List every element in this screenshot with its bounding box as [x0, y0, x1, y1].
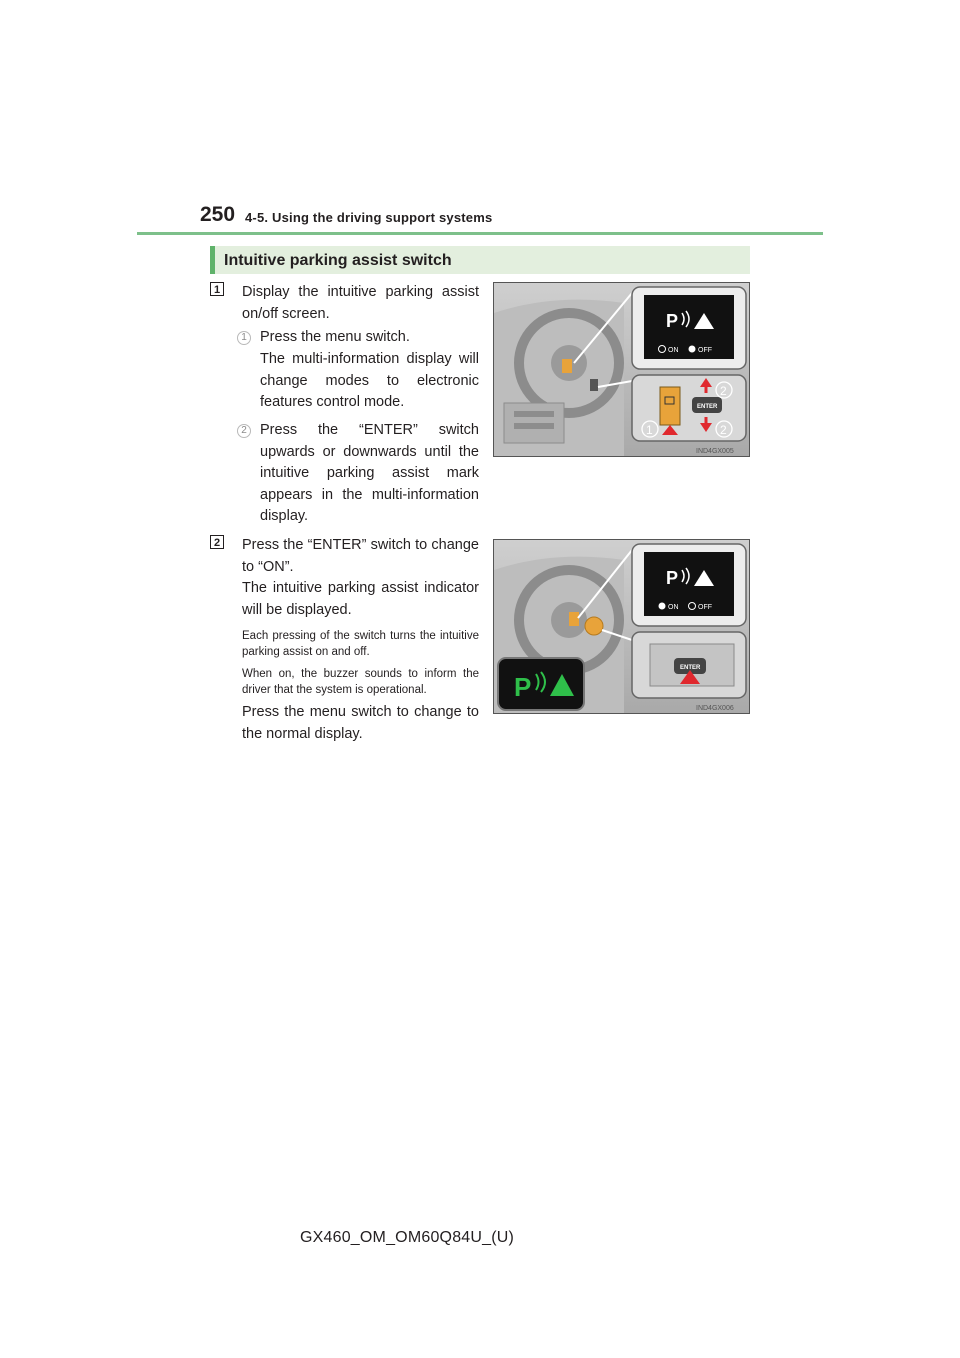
sub-step-number: 2	[237, 424, 251, 438]
sub-step-1-detail: The multi-information display will chang…	[260, 351, 479, 410]
callout-2-bottom: 2	[720, 423, 727, 437]
section-title: Intuitive parking assist switch	[224, 252, 452, 269]
press-arrow-icon	[662, 425, 678, 435]
indicator-inset	[497, 657, 585, 711]
menu-switch-highlight	[569, 612, 579, 626]
on-label: ON	[668, 347, 679, 354]
section-header: 4-5. Using the driving support systems	[245, 210, 493, 225]
document-footer: GX460_OM_OM60Q84U_(U)	[300, 1229, 515, 1246]
off-label: OFF	[698, 347, 712, 354]
callout-2-top: 2	[720, 384, 727, 398]
sub-step-2-text: Press the “ENTER” switch upwards or down…	[260, 422, 479, 524]
page-number: 250	[200, 203, 236, 226]
step-number-box: 2	[210, 535, 224, 549]
off-label: OFF	[698, 604, 712, 611]
step-2-detail: The intuitive parking assist indicator w…	[242, 580, 479, 618]
figure-code: IND4GX005	[696, 448, 734, 455]
arrow-up-icon	[700, 378, 712, 387]
parking-assist-symbol: P	[666, 311, 678, 331]
dashboard-illustration: P ON OFF ENTER P IND4GX006	[494, 540, 749, 713]
figure-code: IND4GX006	[696, 705, 734, 712]
dashboard-illustration: P ON OFF ENTER 2 1 2 IND4GX005	[494, 283, 749, 456]
header-divider	[137, 232, 823, 235]
step-2-final: Press the menu switch to change to the n…	[242, 704, 479, 742]
figure-enter-switch-on: P ON OFF ENTER P IND4GX006	[493, 539, 750, 714]
arrow-down-icon	[700, 423, 712, 432]
step-1-text: Display the intuitive parking assist on/…	[242, 284, 479, 322]
menu-switch-highlight	[562, 359, 572, 373]
step-2-note-2: When on, the buzzer sounds to inform the…	[242, 668, 479, 696]
section-title-bar	[210, 246, 750, 274]
figure-enter-switch-select: P ON OFF ENTER 2 1 2 IND4GX005	[493, 282, 750, 457]
press-arrow-icon	[680, 670, 700, 684]
sub-step-number: 1	[237, 331, 251, 345]
enter-label: ENTER	[680, 665, 701, 671]
parking-indicator-icon: P	[514, 672, 531, 702]
on-label: ON	[668, 604, 679, 611]
step-2-note-1: Each pressing of the switch turns the in…	[242, 630, 479, 658]
callout-1: 1	[646, 423, 653, 437]
parking-assist-symbol: P	[666, 568, 678, 588]
sub-step-1-title: Press the menu switch.	[260, 329, 410, 345]
step-number-box: 1	[210, 282, 224, 296]
enter-label: ENTER	[697, 404, 718, 410]
step-2-text: Press the “ENTER” switch to change to “O…	[242, 537, 479, 575]
